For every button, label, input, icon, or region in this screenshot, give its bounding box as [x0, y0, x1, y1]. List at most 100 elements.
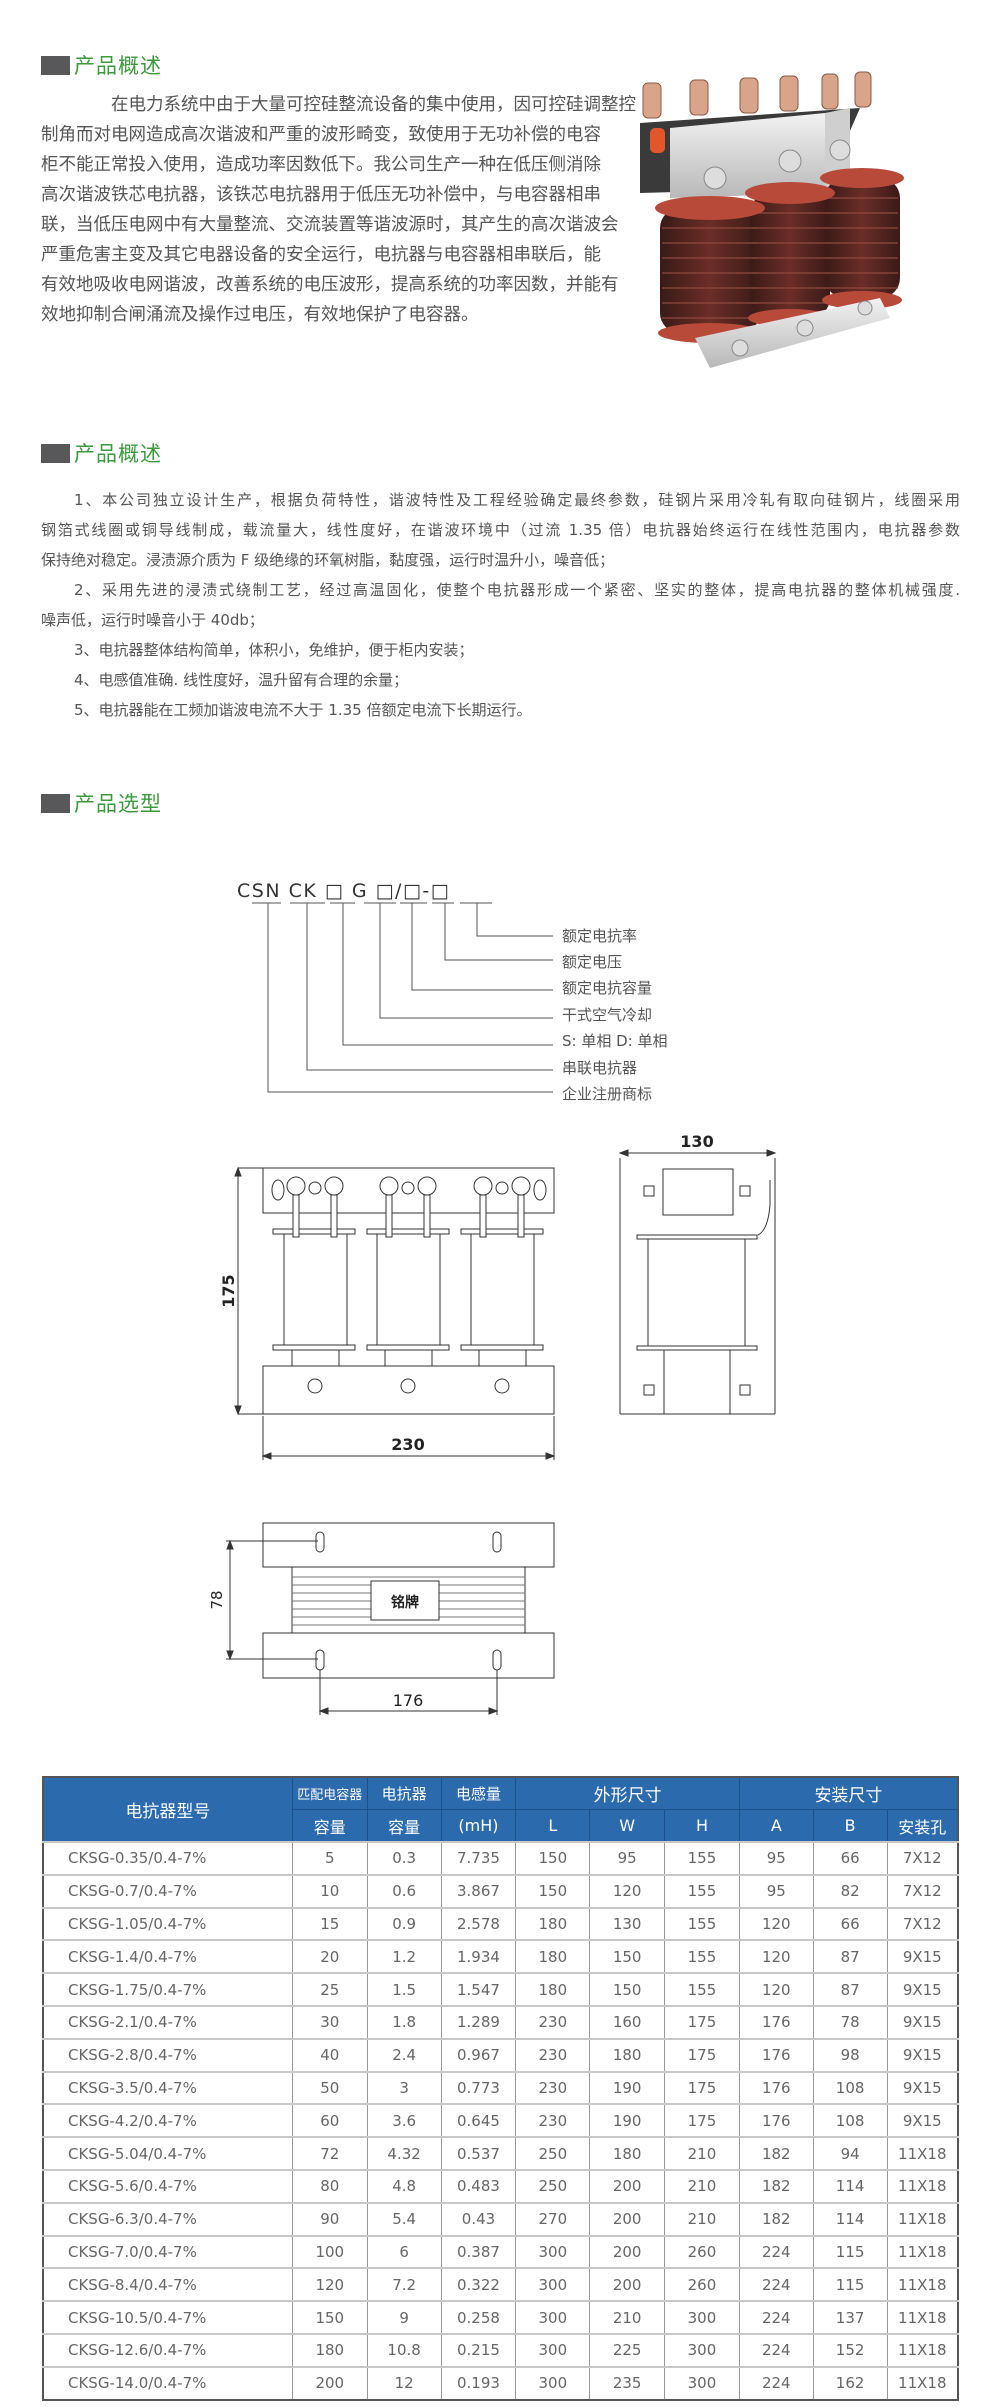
- table-cell: 72: [291, 2136, 368, 2171]
- table-cell: 182: [738, 2201, 814, 2237]
- cell-model: CKSG-12.6/0.4-7%: [42, 2332, 293, 2368]
- table-cell: 9X15: [886, 1939, 959, 1974]
- table-cell: 66: [812, 1906, 888, 1941]
- table-cell: 11X18: [886, 2267, 959, 2302]
- model-code: CSN CK □ G □/□-□: [237, 880, 450, 902]
- table-cell: 180: [589, 2037, 666, 2073]
- paragraph-line: 联，当低压电网中有大量整流、交流装置等谐波源时，其产生的高次谐波会: [41, 215, 619, 235]
- table-cell: 0.967: [440, 2037, 517, 2073]
- table-cell: 7X12: [886, 1873, 959, 1909]
- cell-model: CKSG-2.8/0.4-7%: [42, 2037, 293, 2073]
- table-cell: 50: [291, 2070, 368, 2105]
- table-cell: 94: [812, 2136, 888, 2171]
- table-cell: 115: [812, 2267, 888, 2302]
- paragraph-line: 效地抑制合闸涌流及操作过电压，有效地保护了电容器。: [41, 305, 479, 325]
- front-view-drawing: [234, 1166, 556, 1460]
- table-cell: 40: [291, 2037, 368, 2073]
- table-cell: 1.8: [366, 2004, 442, 2040]
- table-cell: 0.215: [440, 2332, 517, 2368]
- plan-view-drawing: [226, 1522, 555, 1715]
- table-cell: 30: [291, 2004, 368, 2040]
- table-cell: 175: [664, 2037, 740, 2073]
- table-cell: 98: [812, 2037, 888, 2073]
- feature-line: 3、电抗器整体结构简单，体积小，免维护，便于柜内安装；: [74, 641, 474, 659]
- drawings-canvas: CSN CK □ G □/□-□ 额定电抗率 额定电压 额定电抗容量 干式空气冷…: [208, 880, 777, 1715]
- table-cell: 160: [589, 2004, 666, 2040]
- table-cell: 210: [664, 2201, 740, 2237]
- table-cell: 11X18: [886, 2332, 959, 2368]
- table-cell: 270: [515, 2201, 591, 2237]
- table-cell: 175: [664, 2004, 740, 2040]
- header-inductance: 电感量: [440, 1776, 517, 1810]
- table-cell: 0.483: [440, 2168, 517, 2204]
- cell-model: CKSG-7.0/0.4-7%: [42, 2234, 293, 2269]
- table-cell: 137: [812, 2300, 888, 2335]
- table-cell: 150: [589, 1972, 666, 2007]
- section-title-features: 产品概述: [41, 440, 162, 466]
- table-cell: 10.8: [366, 2332, 442, 2368]
- table-cell: 2.578: [440, 1906, 517, 1941]
- table-cell: 300: [664, 2332, 740, 2368]
- cell-model: CKSG-8.4/0.4-7%: [42, 2267, 293, 2302]
- table-cell: 7.735: [440, 1841, 517, 1876]
- table-cell: 0.43: [440, 2201, 517, 2237]
- table-cell: 80: [291, 2168, 368, 2204]
- table-cell: 20: [291, 1939, 368, 1974]
- cell-model: CKSG-2.1/0.4-7%: [42, 2004, 293, 2040]
- table-cell: 5.4: [366, 2201, 442, 2237]
- table-cell: 11X18: [886, 2201, 959, 2237]
- table-cell: 224: [738, 2267, 814, 2302]
- table-cell: 200: [291, 2365, 368, 2401]
- table-cell: 90: [291, 2201, 368, 2237]
- section-title-overview: 产品概述: [41, 52, 162, 78]
- table-cell: 120: [738, 1939, 814, 1974]
- table-cell: 11X18: [886, 2136, 959, 2171]
- table-cell: 176: [738, 2070, 814, 2105]
- table-cell: 200: [589, 2267, 666, 2302]
- table-cell: 155: [664, 1939, 740, 1974]
- table-cell: 190: [589, 2103, 666, 2138]
- table-cell: 0.387: [440, 2234, 517, 2269]
- table-cell: 200: [589, 2234, 666, 2269]
- table-cell: 9X15: [886, 2004, 959, 2040]
- paragraph-line: 高次谐波铁芯电抗器，该铁芯电抗器用于低压无功补偿中，与电容器相串: [41, 185, 601, 205]
- table-cell: 25: [291, 1972, 368, 2007]
- table-cell: 230: [515, 2004, 591, 2040]
- nameplate-label: 铭牌: [391, 1594, 419, 1611]
- table-cell: 250: [515, 2168, 591, 2204]
- table-cell: 300: [515, 2234, 591, 2269]
- side-view-drawing: [618, 1149, 777, 1415]
- table-cell: 150: [515, 1841, 591, 1876]
- table-cell: 176: [738, 2037, 814, 2073]
- reactor-product-photo: [640, 71, 904, 368]
- table-cell: 175: [664, 2070, 740, 2105]
- table-cell: 9: [366, 2300, 442, 2335]
- cell-model: CKSG-6.3/0.4-7%: [42, 2201, 293, 2237]
- feature-line: 5、电抗器能在工频加谐波电流不大于 1.35 倍额定电流下长期运行。: [74, 701, 532, 719]
- table-cell: 300: [515, 2365, 591, 2401]
- table-cell: 11X18: [886, 2234, 959, 2269]
- cell-model: CKSG-3.5/0.4-7%: [42, 2070, 293, 2105]
- coil-1: [272, 1176, 356, 1367]
- table-cell: 9X15: [886, 2070, 959, 2105]
- table-cell: 11X18: [886, 2365, 959, 2401]
- table-cell: 180: [515, 1939, 591, 1974]
- table-cell: 260: [664, 2234, 740, 2269]
- code-label: 额定电压: [562, 953, 622, 971]
- header-sub: W: [589, 1809, 666, 1843]
- table-cell: 9X15: [886, 2037, 959, 2073]
- table-cell: 120: [589, 1873, 666, 1909]
- code-label: 额定电抗容量: [562, 979, 652, 997]
- table-cell: 152: [812, 2332, 888, 2368]
- table-cell: 300: [515, 2267, 591, 2302]
- paragraph-line: 制角而对电网造成高次谐波和严重的波形畸变，致使用于无功补偿的电容: [41, 125, 601, 145]
- table-header-row: 电抗器型号 匹配电容器 电抗器 电感量 外形尺寸 安装尺寸: [42, 1776, 959, 1843]
- table-cell: 260: [664, 2267, 740, 2302]
